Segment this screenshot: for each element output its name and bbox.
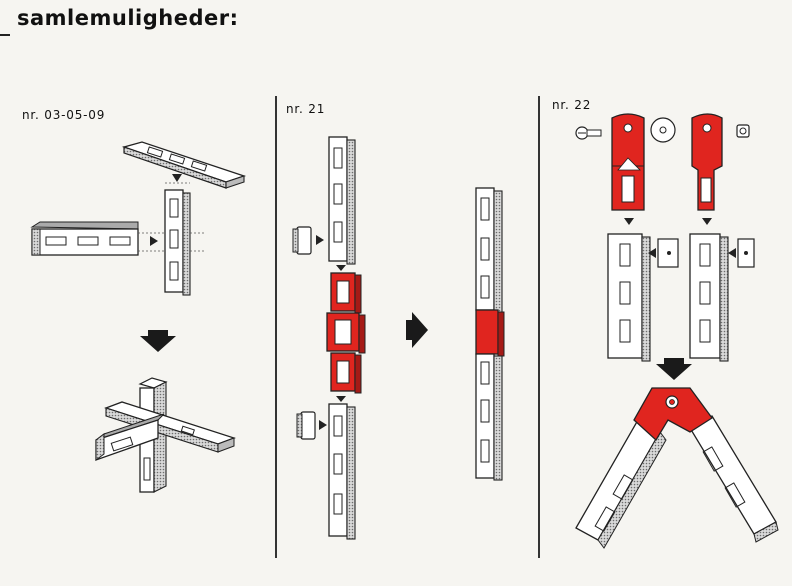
long-piece-top xyxy=(328,136,356,265)
down-arrow-icon xyxy=(702,218,712,225)
up-arrow-icon xyxy=(336,396,346,402)
down-arrow-icon xyxy=(336,265,346,271)
section-label-21: nr. 21 xyxy=(286,102,326,116)
page-heading: samlemuligheder: xyxy=(17,6,239,30)
beam-top xyxy=(121,141,247,189)
down-arrow-icon xyxy=(172,174,182,182)
long-piece-bottom xyxy=(328,403,356,540)
screw-part xyxy=(575,126,602,140)
section-3-illustration xyxy=(575,113,779,549)
right-arrow-icon xyxy=(319,420,327,430)
section-1-illustration xyxy=(30,141,247,493)
horizontal-piece-left xyxy=(30,221,139,256)
section-2-illustration xyxy=(292,136,505,540)
red-hinge-right xyxy=(691,113,723,211)
nut-part xyxy=(736,124,750,138)
down-arrow-icon xyxy=(656,358,692,380)
left-arrow-icon xyxy=(728,248,736,258)
heading-rule xyxy=(0,34,10,36)
right-arrow-icon xyxy=(406,312,428,348)
down-arrow-icon xyxy=(140,330,176,352)
assembled-v-hinge xyxy=(575,387,779,549)
column-divider-1 xyxy=(275,96,277,558)
red-hinge-left xyxy=(611,113,645,211)
left-arrow-icon xyxy=(648,248,656,258)
down-arrow-icon xyxy=(624,218,634,225)
right-arrow-icon xyxy=(316,235,324,245)
assembled-column xyxy=(475,187,505,481)
washer-part xyxy=(650,117,676,143)
section-label-22: nr. 22 xyxy=(552,98,592,112)
right-arrow-icon xyxy=(150,236,158,246)
long-piece-right xyxy=(689,233,729,362)
long-piece-left xyxy=(607,233,651,362)
assembled-cross xyxy=(95,377,236,493)
vertical-piece xyxy=(164,189,191,296)
section-label-03-05-09: nr. 03-05-09 xyxy=(22,108,106,122)
red-connector-stack xyxy=(326,272,366,394)
column-divider-2 xyxy=(538,96,540,558)
